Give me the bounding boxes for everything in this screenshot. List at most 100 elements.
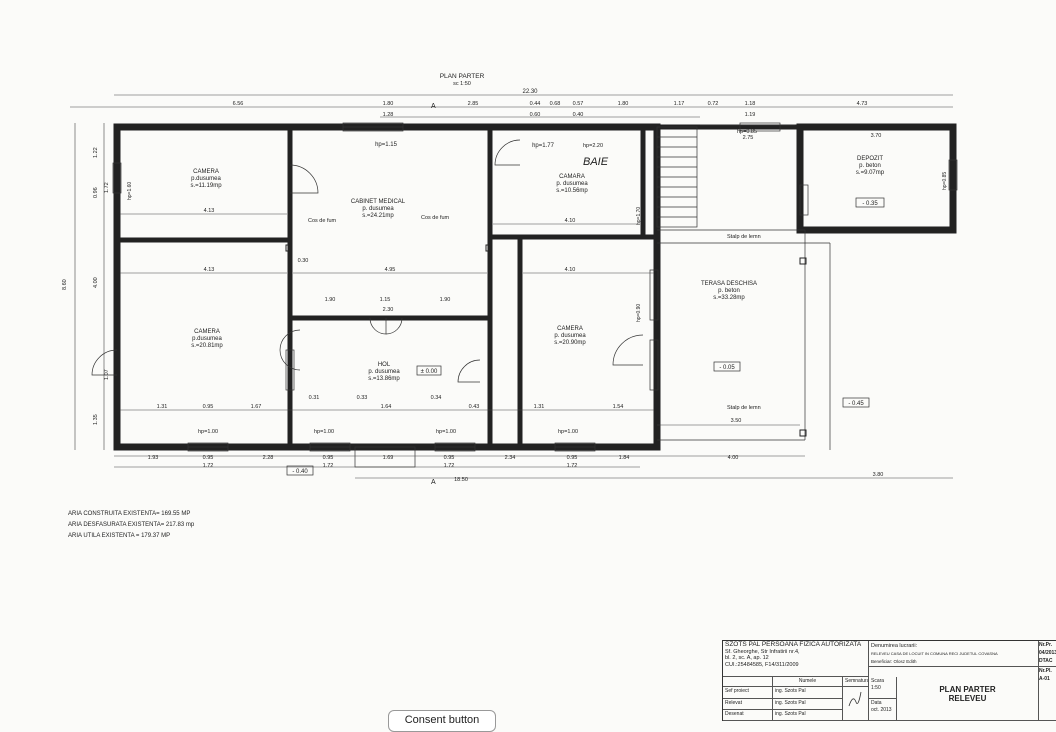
dim-bottom: 2.28 xyxy=(263,455,274,461)
area-summary: ARIA CONSTRUITA EXISTENTA= 169.55 MP ARI… xyxy=(68,509,194,542)
dim-interior: 4.95 xyxy=(385,267,396,273)
dim-bottom: 18.50 xyxy=(454,477,468,483)
col-name: Numele xyxy=(773,677,843,687)
dim-top: 0.72 xyxy=(708,101,719,107)
dim-top: 0.60 xyxy=(530,112,541,118)
dim-interior: 1.90 xyxy=(440,297,451,303)
room-floor: p. dusumea xyxy=(368,369,400,375)
room-name: CABINET MEDICAL xyxy=(351,199,406,205)
room-floor: p. dusumea xyxy=(362,206,394,212)
date-cell: Data oct. 2013 xyxy=(869,699,897,721)
dim-left: 0.96 xyxy=(93,187,99,198)
dim-top: 6.56 xyxy=(233,101,244,107)
dim-top: 0.44 xyxy=(530,101,541,107)
consent-button[interactable]: Consent button xyxy=(388,710,496,732)
window-height: hp=2.20 xyxy=(583,143,603,149)
window-height: hp=0.85 xyxy=(737,129,757,135)
dim-bottom: 1.72 xyxy=(203,463,214,469)
window-height: hp=1.70 xyxy=(636,207,642,225)
window-height: hp=1.00 xyxy=(436,429,456,435)
dim-interior: 4.13 xyxy=(204,208,215,214)
dim-interior: 0.30 xyxy=(298,258,309,264)
drawing-title-cell: PLAN PARTER RELEVEU xyxy=(897,667,1039,721)
dim-interior: 0.43 xyxy=(469,404,480,410)
level-right: - 0.45 xyxy=(848,401,864,407)
signature-area xyxy=(843,687,869,721)
room-area: s.=13.86mp xyxy=(368,376,400,382)
role: Sef proiect xyxy=(723,687,773,699)
room-area: s.=20.90mp xyxy=(554,340,586,346)
window-height: hp=1.00 xyxy=(558,429,578,435)
dim-bottom: 1.93 xyxy=(148,455,159,461)
window-height: hp=0.90 xyxy=(636,304,642,322)
room-area: s.=24.21mp xyxy=(362,213,394,219)
dim-top: 0.57 xyxy=(573,101,584,107)
dim-interior: 4.10 xyxy=(565,218,576,224)
drawing-title: PLAN PARTER xyxy=(939,685,996,694)
person: ing. Szots Pal xyxy=(773,699,843,710)
window-height: hp=1.00 xyxy=(314,429,334,435)
drawing-subtitle: RELEVEU xyxy=(948,694,987,703)
dim-interior: 3.50 xyxy=(731,418,742,424)
dim-left: 8.60 xyxy=(62,279,68,290)
work-info: Denumirea lucrarii: RELEVEU CASA DE LOCU… xyxy=(869,641,1039,667)
room-floor: p. beton xyxy=(859,163,881,169)
dim-top: 1.19 xyxy=(745,112,756,118)
room-floor: p. beton xyxy=(718,288,740,294)
room-floor: p.dusumea xyxy=(191,176,221,182)
dim-bottom: 0.95 xyxy=(323,455,334,461)
dim-bottom: 1.84 xyxy=(619,455,630,461)
dim-left: 1.35 xyxy=(93,414,99,425)
area-usable: ARIA UTILA EXISTENTA = 179.37 MP xyxy=(68,533,171,539)
section-mark-bottom: A xyxy=(431,479,436,486)
dim-top: 2.85 xyxy=(468,101,479,107)
firm-info: SZOTS PAL PERSOANA FIZICA AUTORIZATA Sf.… xyxy=(723,641,869,677)
room-name: CAMERA xyxy=(194,329,220,335)
level-depozit: - 0.35 xyxy=(862,201,878,207)
room-name: CAMERA xyxy=(193,169,219,175)
dim-top: 2.75 xyxy=(743,135,754,141)
dim-interior: 0.34 xyxy=(431,395,442,401)
col-sign: Semnatura xyxy=(843,677,869,687)
chimney-label: Cos de fum xyxy=(308,218,337,224)
dim-interior: 1.54 xyxy=(613,404,624,410)
dim-bottom: 1.72 xyxy=(567,463,578,469)
dim-bottom: 1.72 xyxy=(323,463,334,469)
dim-interior: 1.31 xyxy=(534,404,545,410)
project-number: Nr.Pr. 04/2013 DTAC xyxy=(1039,641,1056,667)
room-area: s.=11.19mp xyxy=(190,183,222,189)
dim-interior: 0.31 xyxy=(309,395,320,401)
dim-top: 1.18 xyxy=(745,101,756,107)
room-name: TERASA DESCHISA xyxy=(701,281,757,287)
room-name: CAMERA xyxy=(557,326,583,332)
dim-top: 3.70 xyxy=(871,133,882,139)
room-floor: p. dusumea xyxy=(556,181,588,187)
dim-interior: 2.30 xyxy=(383,307,394,313)
dim-bottom: 0.95 xyxy=(567,455,578,461)
dim-top: 4.73 xyxy=(857,101,868,107)
signature-icon xyxy=(848,691,862,707)
dim-interior: 1.64 xyxy=(381,404,392,410)
room-area: s.=20.81mp xyxy=(191,343,223,349)
title-block: SZOTS PAL PERSOANA FIZICA AUTORIZATA Sf.… xyxy=(722,640,1056,721)
room-name: HOL xyxy=(378,362,391,368)
room-area: s.=33.28mp xyxy=(713,295,745,301)
room-area: s.=9.07mp xyxy=(856,170,885,176)
section-mark-top: A xyxy=(431,103,436,110)
dim-top: 1.80 xyxy=(383,101,394,107)
window-height: hp=0.85 xyxy=(942,172,948,190)
handwritten-baie: BAIE xyxy=(583,156,609,168)
area-developed: ARIA DESFASURATA EXISTENTA= 217.83 mp xyxy=(68,522,195,528)
dim-bottom: 3.80 xyxy=(873,472,884,478)
scale-cell: Scara 1:50 xyxy=(869,677,897,699)
person: ing. Szots Pal xyxy=(773,710,843,721)
dim-interior: 1.31 xyxy=(157,404,168,410)
column-label: Stalp de lemn xyxy=(727,405,761,411)
dim-top: 1.80 xyxy=(618,101,629,107)
dim-interior: 0.33 xyxy=(357,395,368,401)
dim-top: 0.68 xyxy=(550,101,561,107)
dim-interior: 0.95 xyxy=(203,404,214,410)
level-bottom: - 0.40 xyxy=(292,469,308,475)
area-built: ARIA CONSTRUITA EXISTENTA= 169.55 MP xyxy=(68,511,191,517)
